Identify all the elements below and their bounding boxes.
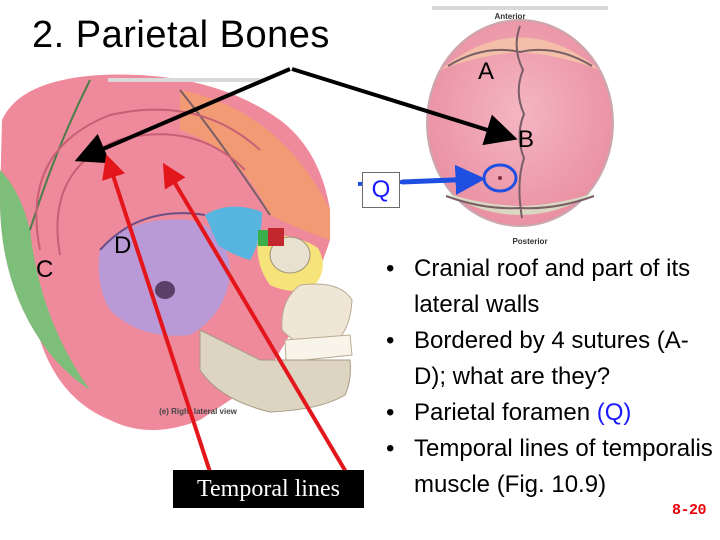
superior-view-copyright [432,6,608,10]
temporal-lines-label: Temporal lines [173,470,364,508]
arrow-q-to-foramen [401,164,486,195]
lambdoid-suture [445,195,595,210]
label-c: C [36,256,54,283]
external-acoustic-meatus [155,281,175,299]
parietal-foramen [498,176,502,180]
bullet-item: Bordered by 4 sutures (A-D); what are th… [382,323,718,395]
occipital-bone [0,170,90,390]
lateral-view-copyright [108,78,262,82]
slide-number: 8-20 [672,502,707,519]
label-a: A [478,58,495,85]
slide-title: 2. Parietal Bones [32,14,330,56]
sphenoid-bone [205,206,262,260]
bullet-item: Cranial roof and part of its lateral wal… [382,251,718,323]
bullet-item: Parietal foramen (Q) [382,395,718,431]
bullet-item: Temporal lines of temporalis muscle (Fig… [382,431,718,503]
arrow-temporal-line-1 [102,154,212,473]
bullet-text: Cranial roof and part of its lateral wal… [414,255,691,318]
coronal-suture [447,48,593,67]
mandible [199,329,351,413]
arrow-title-to-lateral [74,67,291,164]
superior-view-occipital [444,192,596,215]
lateral-view-caption: (e) Right lateral view [159,407,238,416]
bullet-text: Bordered by 4 sutures (A-D); what are th… [414,327,689,390]
annotation-arrows [74,67,518,474]
bullet-list: Cranial roof and part of its lateral wal… [382,251,718,503]
superior-view-frontal [440,37,600,70]
sagittal-suture [515,25,526,219]
inferior-temporal-line [56,133,246,256]
superior-temporal-line [35,108,261,251]
bullet-text: Temporal lines of temporalis muscle (Fig… [414,435,713,498]
lateral-view-skull: (e) Right lateral view [0,74,353,430]
upper-teeth [284,334,353,363]
arrow-title-to-superior [291,67,518,146]
bullet-text: Parietal foramen [414,399,597,426]
anterior-label: Anterior [494,12,525,21]
label-q: Q [362,172,400,208]
temporal-bone [98,219,230,336]
frontal-bone [180,90,330,240]
label-d: D [114,232,132,259]
ethmoid-region [258,230,268,246]
arrow-temporal-line-2 [162,162,348,474]
coronal-suture-lateral [179,89,271,216]
label-b: B [518,126,535,153]
parietal-foramen-ref: (Q) [596,399,632,426]
lacrimal-region [268,228,284,246]
posterior-label: Posterior [512,237,547,246]
